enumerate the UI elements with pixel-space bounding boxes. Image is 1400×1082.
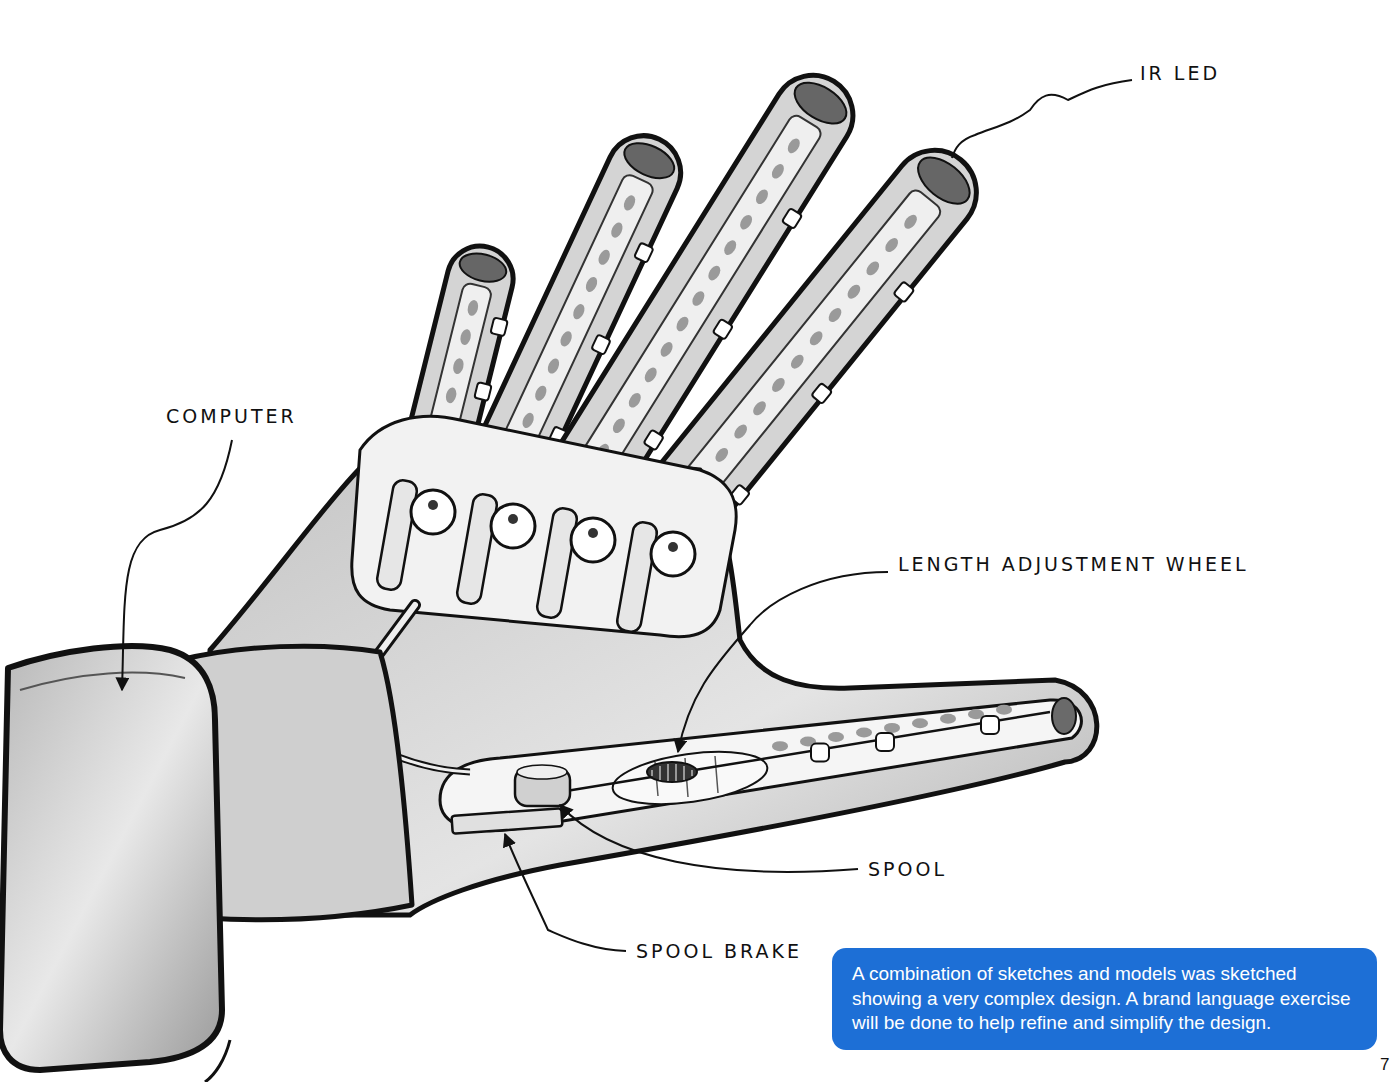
leader-line xyxy=(952,80,1132,158)
slider-slot xyxy=(376,479,419,591)
thumb-dot xyxy=(828,732,844,742)
leader-line xyxy=(122,80,1132,951)
part-label: SPOOL xyxy=(868,858,947,881)
led-bump xyxy=(876,733,894,751)
leader-line xyxy=(505,834,626,951)
finger-dot xyxy=(546,357,562,376)
finger-dot xyxy=(642,365,659,384)
finger-dot xyxy=(722,238,739,257)
finger-dot xyxy=(596,248,612,267)
part-label: SPOOL BRAKE xyxy=(636,940,802,963)
part-label: LENGTH ADJUSTMENT WHEEL xyxy=(898,553,1249,576)
cam-pin xyxy=(508,514,518,524)
finger-dot xyxy=(658,340,675,359)
led-bump xyxy=(474,382,491,401)
leader-line xyxy=(678,572,888,752)
finger-dot xyxy=(533,384,549,403)
finger-dot xyxy=(864,259,882,278)
caption-text: A combination of sketches and models was… xyxy=(852,962,1357,1036)
adjustment-wheel xyxy=(647,762,697,782)
thumb-tip-led xyxy=(1052,698,1076,734)
page-number: 7 xyxy=(1380,1055,1389,1075)
wire xyxy=(205,1040,230,1082)
thumb-dot xyxy=(912,718,928,728)
finger-dot xyxy=(785,136,802,155)
finger-dot xyxy=(738,213,755,232)
finger-dot xyxy=(609,221,625,240)
led-bump xyxy=(811,383,832,404)
caption-box: A combination of sketches and models was… xyxy=(832,948,1377,1050)
cam-wheel xyxy=(571,518,615,562)
finger-dot xyxy=(751,399,769,418)
cam-pin xyxy=(588,528,598,538)
led-bump xyxy=(811,744,829,762)
finger-dot xyxy=(732,422,750,441)
thumb-dot xyxy=(940,714,956,724)
finger-dot xyxy=(610,416,627,435)
thumb-dot xyxy=(884,723,900,733)
thumb-part xyxy=(452,698,1076,834)
finger-dot xyxy=(826,306,844,325)
cuff-seam xyxy=(20,673,185,690)
finger-dot xyxy=(769,376,787,395)
tendon-cable xyxy=(560,712,1050,792)
finger-dot xyxy=(807,329,825,348)
finger-dot xyxy=(902,212,920,231)
led-bump xyxy=(643,429,663,450)
part-label: IR LED xyxy=(1140,62,1220,85)
finger-dot xyxy=(845,282,863,301)
finger-dot xyxy=(769,162,786,181)
finger-dot xyxy=(674,315,691,334)
led-bump xyxy=(634,242,653,262)
computer-cuff xyxy=(0,646,222,1070)
slider-slot xyxy=(536,507,579,619)
ir-led-tip xyxy=(457,249,509,286)
slider-slot xyxy=(456,493,499,605)
finger-dot xyxy=(459,328,473,346)
finger-dot xyxy=(690,289,707,308)
finger-dot xyxy=(466,299,480,317)
leader-line xyxy=(560,805,858,872)
led-bump xyxy=(782,208,802,229)
finger-dot xyxy=(788,352,806,371)
cam-wheel xyxy=(491,504,535,548)
finger-dot xyxy=(622,194,638,213)
finger-dot xyxy=(584,275,600,294)
thumb-dot xyxy=(996,705,1012,715)
finger-dot xyxy=(520,411,536,430)
wheel-tick xyxy=(652,764,692,781)
finger-dot xyxy=(452,357,466,375)
finger-dot xyxy=(558,329,574,348)
slider-slot xyxy=(616,521,659,633)
finger-dot xyxy=(713,446,731,465)
part-label: COMPUTER xyxy=(166,405,297,428)
finger-dot xyxy=(883,236,901,255)
cam-wheel xyxy=(651,532,695,576)
spool-top xyxy=(517,765,567,779)
spool-brake xyxy=(452,808,563,834)
leader-line xyxy=(122,440,232,690)
thumb-dot xyxy=(772,741,788,751)
led-bump xyxy=(981,716,999,734)
finger-dot xyxy=(571,302,587,321)
spool-housing xyxy=(609,743,770,812)
cam-pin xyxy=(668,542,678,552)
finger-slider xyxy=(376,479,695,633)
led-bump xyxy=(490,317,507,336)
led-bump xyxy=(713,319,733,340)
finger-dot xyxy=(706,264,723,283)
cam-wheel xyxy=(411,490,455,534)
finger-dot xyxy=(754,187,771,206)
led-bump xyxy=(591,334,610,354)
finger-dot xyxy=(444,386,458,404)
cam-pin xyxy=(428,500,438,510)
thumb-dot xyxy=(856,727,872,737)
finger-dot xyxy=(626,391,643,410)
led-bump xyxy=(893,281,914,302)
